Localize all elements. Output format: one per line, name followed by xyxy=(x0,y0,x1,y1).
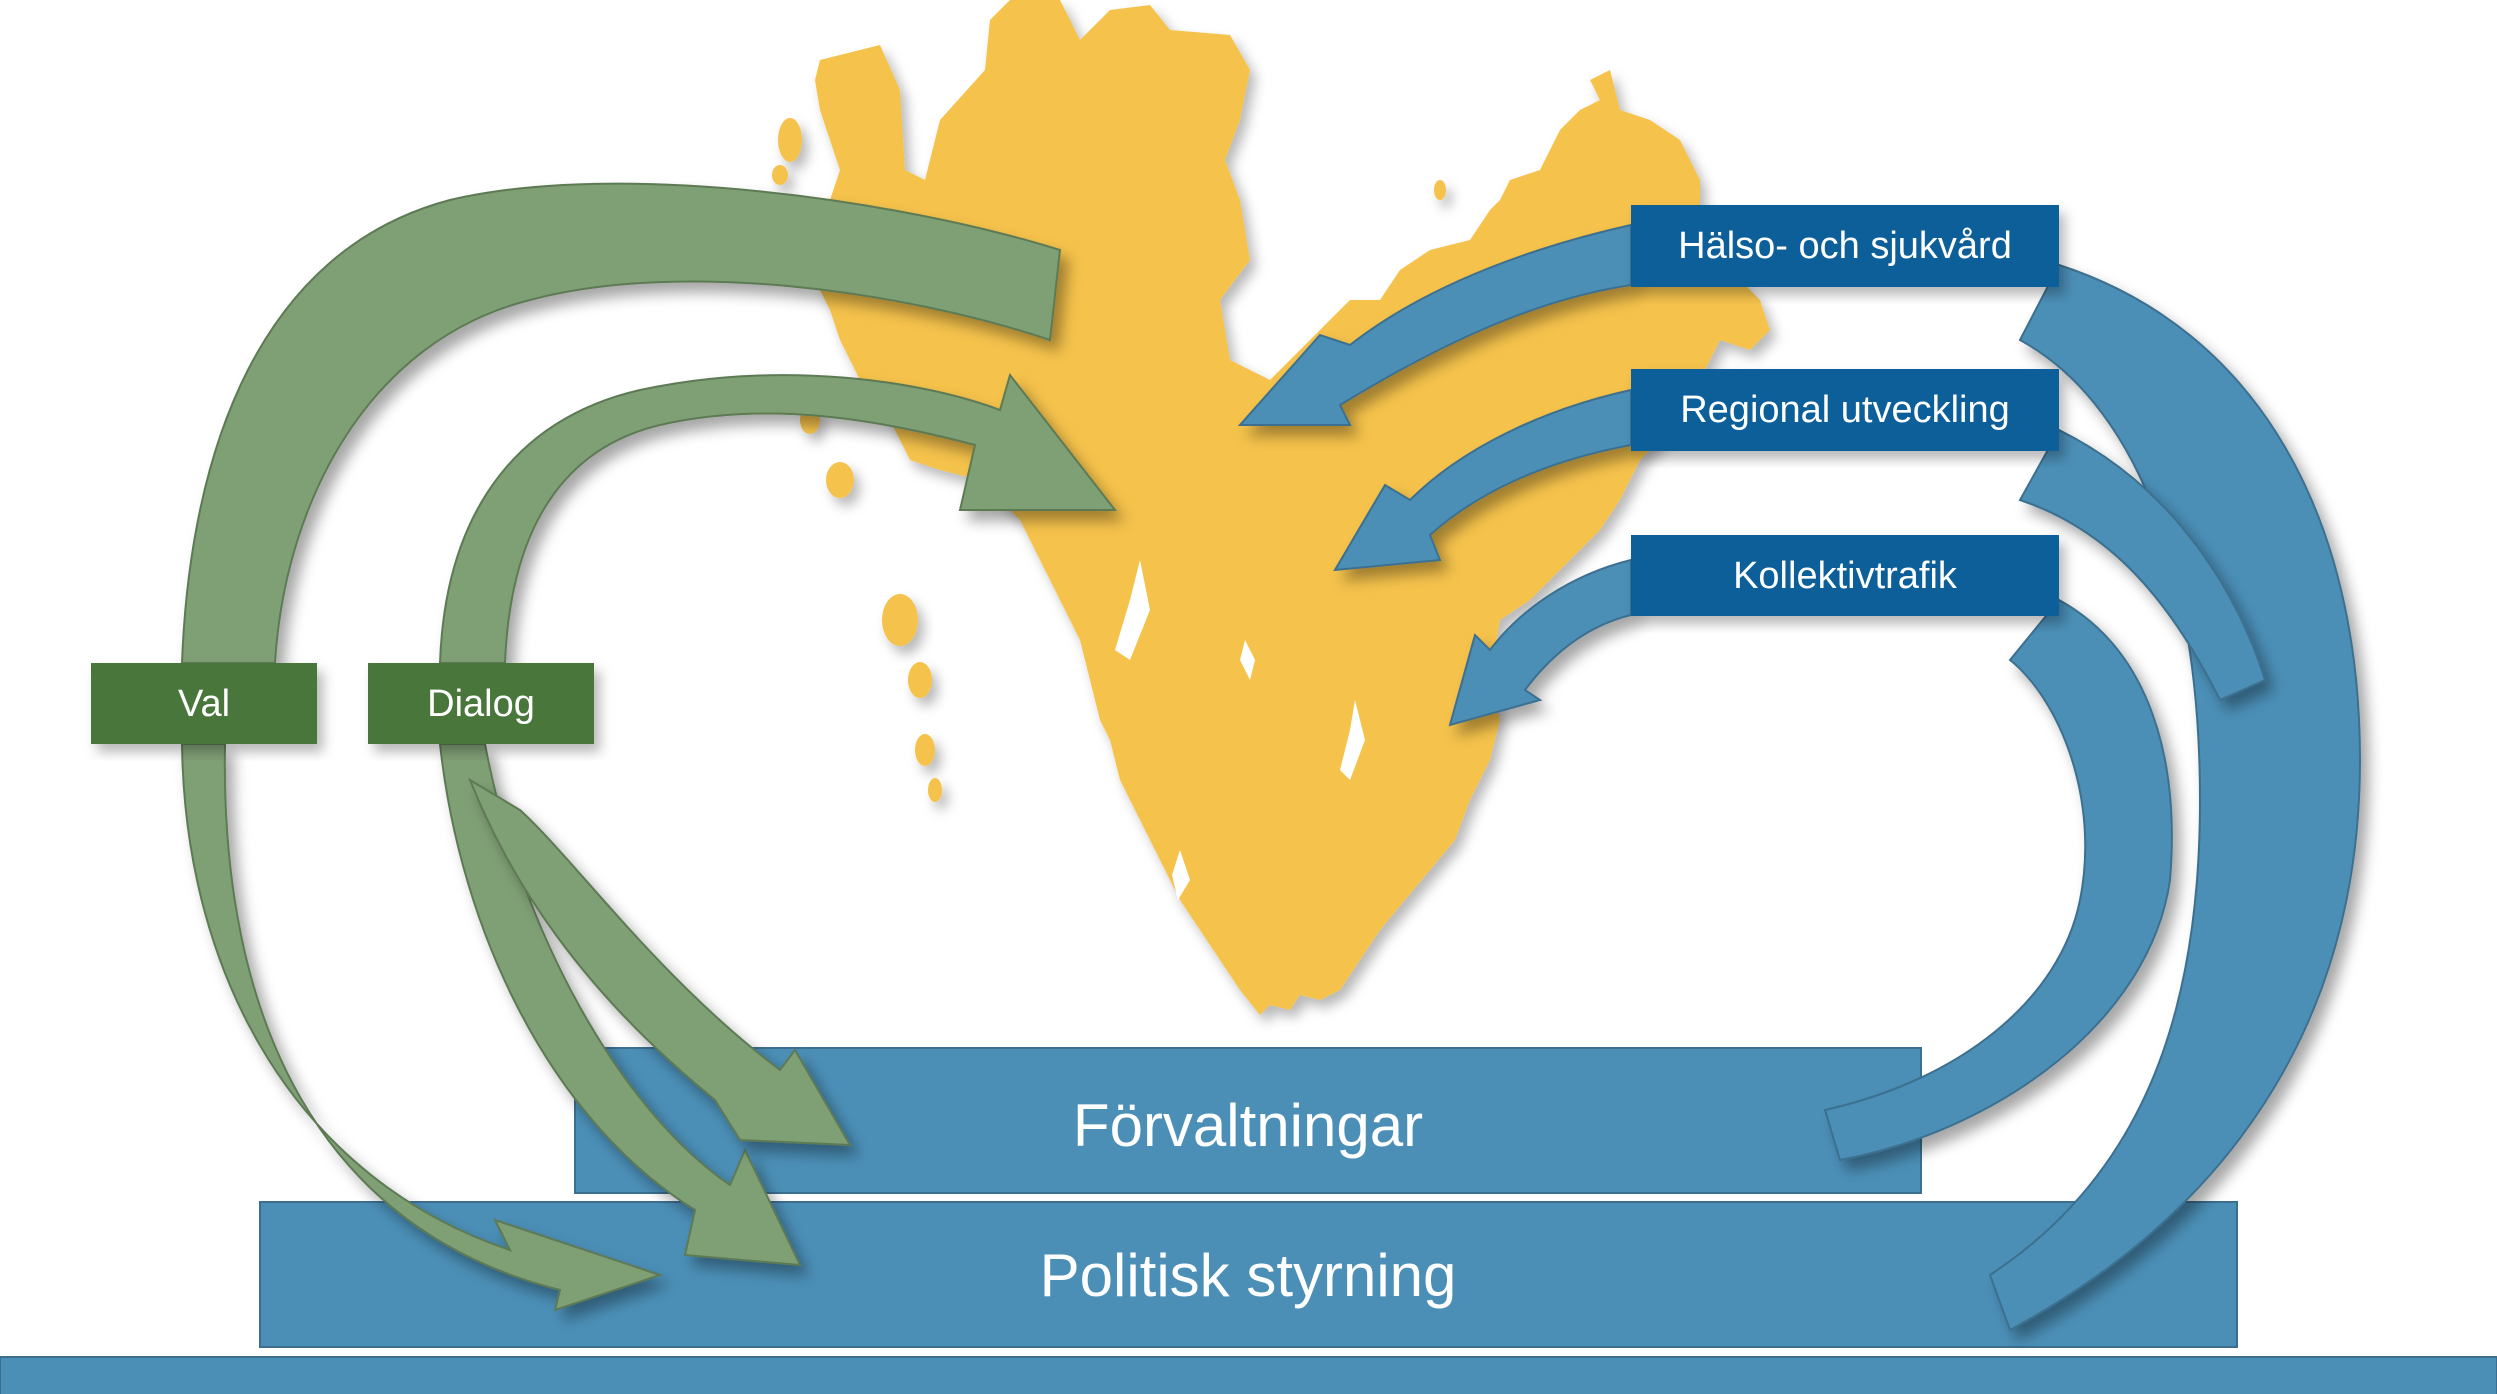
blue-arrows xyxy=(1237,223,2362,1332)
halso-box: Hälso- och sjukvård xyxy=(1631,205,2059,287)
dialog-label: Dialog xyxy=(427,683,535,725)
kollektiv-loop-arrow xyxy=(1823,598,2173,1162)
halso-map-arrow xyxy=(1237,223,1632,426)
val-upper-arrow xyxy=(180,182,1062,664)
regional-label: Regional utveckling xyxy=(1680,389,2010,431)
forvaltningar-bar: Förvaltningar xyxy=(574,1047,1922,1194)
kollektiv-label: Kollektivtrafik xyxy=(1733,555,1958,597)
dialog-box: Dialog xyxy=(368,663,594,744)
val-lower-arrow xyxy=(180,743,664,1312)
dialog-upper-arrow xyxy=(438,372,1118,664)
forvaltningar-label: Förvaltningar xyxy=(1073,1092,1423,1159)
region-map xyxy=(772,0,1770,1015)
regional-map-arrow xyxy=(1333,388,1632,572)
kollektiv-map-arrow xyxy=(1448,558,1632,727)
green-arrows xyxy=(180,182,1118,1312)
dialog-lower-arrow-forvaltningar xyxy=(467,777,852,1147)
bottom-bar xyxy=(0,1356,2497,1394)
halso-label: Hälso- och sjukvård xyxy=(1678,225,2012,267)
regional-loop-arrow xyxy=(2018,428,2267,702)
kollektiv-box: Kollektivtrafik xyxy=(1631,535,2059,616)
regional-box: Regional utveckling xyxy=(1631,369,2059,451)
val-label: Val xyxy=(178,683,230,725)
politisk-styrning-label: Politisk styrning xyxy=(1040,1242,1457,1309)
val-box: Val xyxy=(91,663,317,744)
